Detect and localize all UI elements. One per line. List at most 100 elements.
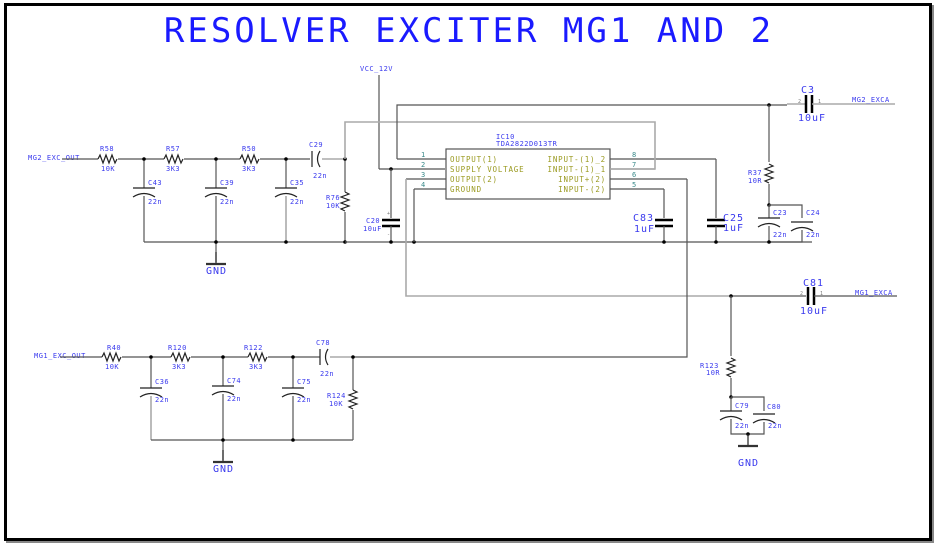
c36-value: 22n (155, 396, 169, 404)
pin-input-minus-2: INPUT-(2) (558, 185, 606, 194)
svg-text:1: 1 (421, 151, 425, 159)
r57-ref: R57 (166, 145, 180, 153)
r37-ref: R37 (748, 169, 762, 177)
c24-ref: C24 (806, 209, 820, 217)
r124-ref: R124 (327, 392, 346, 400)
c39-ref: C39 (220, 179, 234, 187)
resistor-r76 (340, 191, 350, 212)
resistor-r37 (764, 163, 774, 184)
r37-value: 10R (748, 177, 762, 185)
r76-ref: R76 (326, 194, 340, 202)
ic10-part: TDA2822D013TR (496, 140, 558, 148)
svg-text:2: 2 (421, 161, 425, 169)
c36-ref: C36 (155, 378, 169, 386)
r57-value: 3K3 (166, 165, 180, 173)
pin-input-1-2: INPUT-(1)_2 (548, 155, 606, 164)
net-label-vcc: VCC_12V (360, 65, 393, 73)
capacitor-c39 (204, 187, 228, 198)
svg-text:1: 1 (818, 99, 821, 105)
r123-ref: R123 (700, 362, 719, 370)
pin-input-1-1: INPUT-(1)_1 (548, 165, 606, 174)
r50-value: 3K3 (242, 165, 256, 173)
net-label-mg2-exca: MG2_EXCA (852, 96, 890, 104)
svg-text:7: 7 (632, 161, 636, 169)
capacitor-c79 (719, 410, 743, 421)
gnd-label-2: GND (213, 464, 234, 475)
resistor-r120 (170, 352, 191, 362)
svg-text:6: 6 (632, 171, 636, 179)
c23-value: 22n (773, 231, 787, 239)
svg-text:8: 8 (632, 151, 636, 159)
svg-text:3: 3 (421, 171, 425, 179)
ic-section: VCC_12V C20 10uF + - IC10 TDA2822D013TR … (344, 65, 812, 358)
pin-supply-voltage: SUPPLY VOLTAGE (450, 165, 524, 174)
capacitor-c3 (804, 93, 814, 115)
ic10-right-pins: 8 7 6 5 INPUT-(1)_2 INPUT-(1)_1 INPUT+(2… (548, 151, 716, 194)
resistor-r40 (101, 352, 122, 362)
capacitor-c29 (311, 150, 321, 168)
c79-ref: C79 (735, 402, 749, 410)
c78-value: 22n (320, 370, 334, 378)
capacitor-c20 (380, 218, 402, 228)
r40-ref: R40 (107, 344, 121, 352)
c80-value: 22n (768, 422, 782, 430)
gnd-label-3: GND (738, 458, 759, 469)
capacitor-c74 (211, 385, 235, 396)
svg-text:2: 2 (798, 99, 801, 105)
c43-ref: C43 (148, 179, 162, 187)
r40-value: 10K (105, 363, 119, 371)
svg-text:1: 1 (820, 291, 823, 297)
c79-value: 22n (735, 422, 749, 430)
c29-value: 22n (313, 172, 327, 180)
gnd-symbol-2 (211, 448, 235, 464)
svg-text:+: + (387, 211, 390, 217)
c29-ref: C29 (309, 141, 323, 149)
r124-value: 10K (329, 400, 343, 408)
capacitor-c24 (790, 221, 814, 232)
c23-ref: C23 (773, 209, 787, 217)
capacitor-c81 (806, 285, 816, 307)
r76-value: 10K (326, 202, 340, 210)
svg-text:-: - (387, 232, 390, 238)
c81-value: 10uF (800, 306, 828, 317)
capacitor-c43 (132, 187, 156, 198)
c20-value: 10uF (363, 225, 382, 233)
pin-ground: GROUND (450, 185, 482, 194)
c35-value: 22n (290, 198, 304, 206)
capacitor-c23 (757, 217, 781, 228)
r122-value: 3K3 (249, 363, 263, 371)
mg1-filter: MG1_EXC_OUT R40 10K R120 3K3 R122 3K3 C7… (34, 339, 358, 475)
resistor-r58 (97, 154, 118, 164)
r50-ref: R50 (242, 145, 256, 153)
r120-ref: R120 (168, 344, 187, 352)
mg2-filter: MG2_EXC_OUT R58 10K R57 3K3 R50 3K3 C29 … (28, 141, 350, 277)
resistor-r50 (239, 154, 260, 164)
resistor-r123 (726, 357, 736, 378)
c39-value: 22n (220, 198, 234, 206)
net-label-mg1-exc-out: MG1_EXC_OUT (34, 352, 86, 360)
c25-value: 1uF (723, 223, 744, 234)
ic10-ref: IC10 (496, 133, 515, 141)
net-label-mg2-exc-out: MG2_EXC_OUT (28, 154, 80, 162)
c3-value: 10uF (798, 113, 826, 124)
pin-output1: OUTPUT(1) (450, 155, 498, 164)
r120-value: 3K3 (172, 363, 186, 371)
mg1-output: C81 10uF 2 1 MG1_EXCA R123 10R C79 22n C… (700, 278, 897, 469)
c3-ref: C3 (801, 85, 815, 96)
svg-text:4: 4 (421, 181, 425, 189)
c20-ref: C20 (366, 217, 380, 225)
ic10-body (445, 148, 611, 200)
svg-text:2: 2 (800, 291, 803, 297)
c80-ref: C80 (767, 403, 781, 411)
pin-input-plus-2: INPUT+(2) (558, 175, 606, 184)
capacitor-c78 (319, 348, 329, 366)
r58-value: 10K (101, 165, 115, 173)
pin-output2: OUTPUT(2) (450, 175, 498, 184)
c35-ref: C35 (290, 179, 304, 187)
gnd-symbol-3 (736, 432, 760, 448)
r122-ref: R122 (244, 344, 263, 352)
resistor-r122 (247, 352, 268, 362)
svg-text:5: 5 (632, 181, 636, 189)
resistor-r124 (348, 389, 358, 410)
